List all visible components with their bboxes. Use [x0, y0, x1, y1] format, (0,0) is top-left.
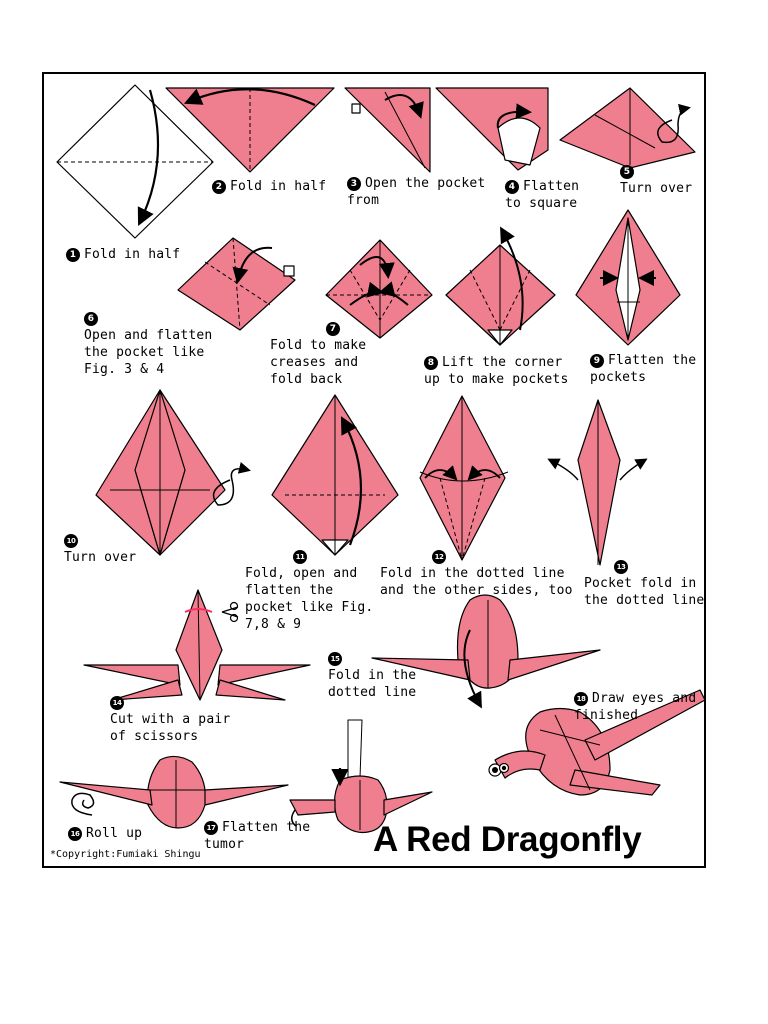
step-6-caption: 6 Open and flatten the pocket like Fig. …: [84, 312, 213, 377]
fig-8: [445, 226, 556, 346]
step-5-caption: 5 Turn over: [620, 165, 693, 196]
scissors-icon: [221, 601, 239, 623]
fig-2: [165, 87, 335, 173]
copyright-notice: *Copyright:Fumiaki Shingu: [50, 849, 201, 860]
step-15-caption: 15 Fold in the dotted line: [328, 650, 416, 701]
fig-14: [83, 589, 311, 701]
step-10-caption: 10 Turn over: [64, 532, 136, 566]
fig-7: [325, 239, 433, 339]
fig-15: [371, 594, 601, 709]
fig-5: [559, 87, 696, 169]
fig-18: [488, 689, 706, 796]
fig-3: [344, 87, 431, 173]
step-11-caption: 11 Fold, open and flatten the pocket lik…: [245, 548, 373, 633]
step-13-caption: 13 Pocket fold in the dotted line: [584, 558, 704, 609]
step-14-caption: 14 Cut with a pair of scissors: [110, 694, 230, 745]
step-7-caption: 7 Fold to make creases and fold back: [270, 322, 367, 387]
fig-16: [59, 755, 289, 829]
fig-10: [95, 389, 251, 556]
page-title: A Red Dragonfly: [373, 820, 642, 859]
fig-12: [419, 395, 509, 561]
fig-9: [575, 209, 681, 346]
fig-13: [547, 399, 648, 566]
fig-1: [56, 84, 214, 239]
step-12-caption: 12 Fold in the dotted line and the other…: [380, 548, 573, 599]
fig-17: [289, 719, 433, 834]
fig-4: [435, 87, 549, 171]
fig-11: [271, 394, 399, 556]
fig-6: [177, 237, 296, 331]
